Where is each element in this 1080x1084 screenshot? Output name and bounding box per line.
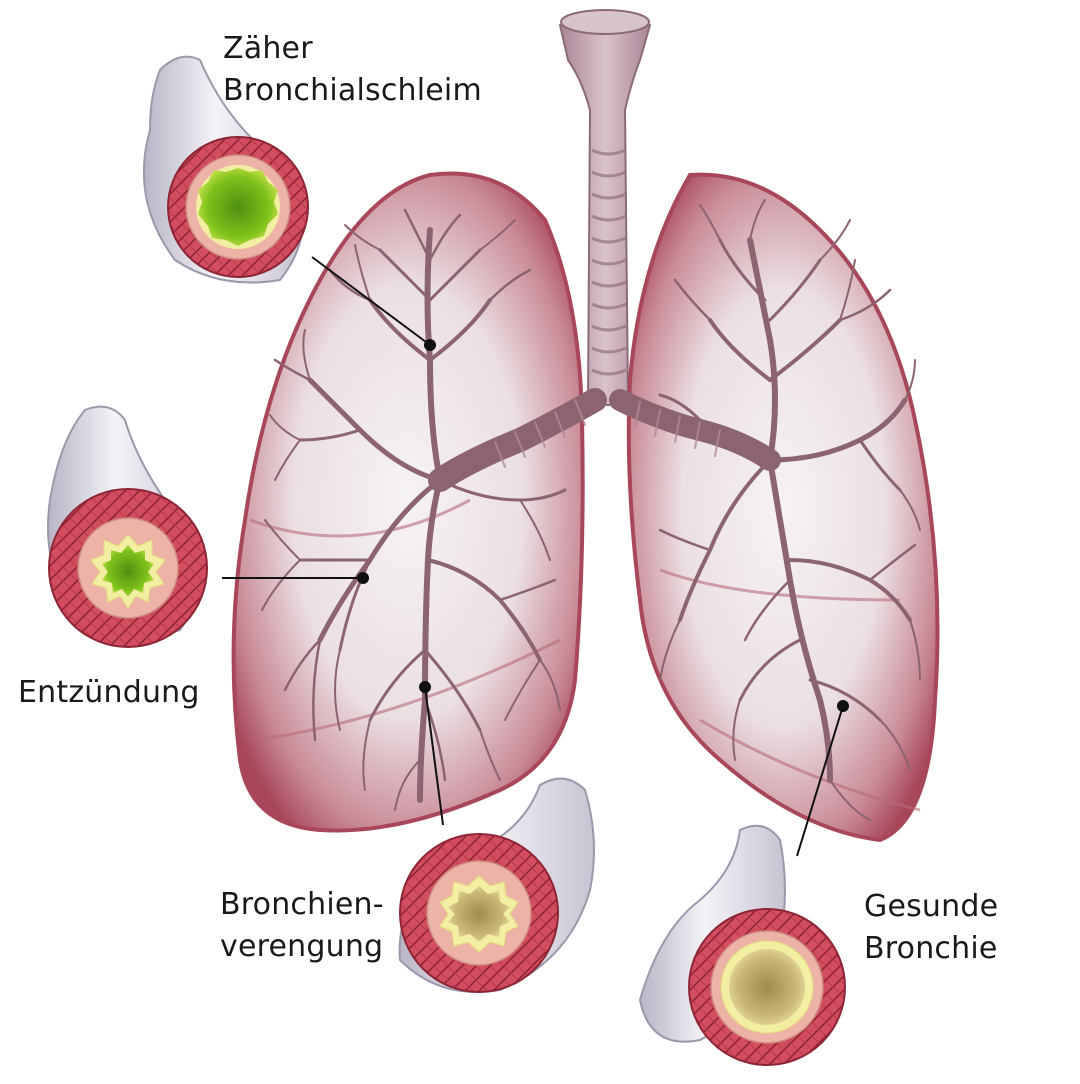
- label-mucus: Zäher Bronchialschleim: [223, 28, 482, 112]
- label-mucus-line2: Bronchialschleim: [223, 73, 482, 108]
- leader-dot-healthy: [837, 700, 849, 712]
- leader-dot-mucus: [424, 339, 436, 351]
- left-bronchial-tree: [261, 208, 567, 811]
- cross-section-mucus: [142, 55, 309, 284]
- trachea: [558, 9, 652, 406]
- leader-narrowing: [424, 686, 444, 826]
- right-bronchial-tree: [658, 199, 921, 821]
- label-healthy-line1: Gesunde: [864, 889, 999, 924]
- main-bronchi: [428, 388, 781, 492]
- label-inflammation: Entzündung: [18, 672, 200, 714]
- leader-mucus: [311, 256, 431, 346]
- cross-section-inflammation: [47, 405, 208, 648]
- right-lung: [626, 172, 940, 843]
- leader-lines: [222, 256, 849, 857]
- cross-section-healthy: [638, 824, 846, 1066]
- leader-healthy: [796, 705, 844, 857]
- leader-dot-inflammation: [357, 572, 369, 584]
- cross-section-narrowing: [398, 777, 595, 993]
- label-narrowing-line1: Bronchien-: [220, 887, 384, 922]
- label-mucus-line1: Zäher: [223, 31, 313, 66]
- leader-dot-narrowing: [419, 681, 431, 693]
- label-narrowing: Bronchien- verengung: [220, 884, 384, 968]
- label-inflammation-line1: Entzündung: [18, 675, 200, 710]
- label-healthy-line2: Bronchie: [864, 931, 998, 966]
- left-lung: [231, 171, 585, 833]
- label-narrowing-line2: verengung: [220, 929, 384, 964]
- label-healthy: Gesunde Bronchie: [864, 886, 998, 970]
